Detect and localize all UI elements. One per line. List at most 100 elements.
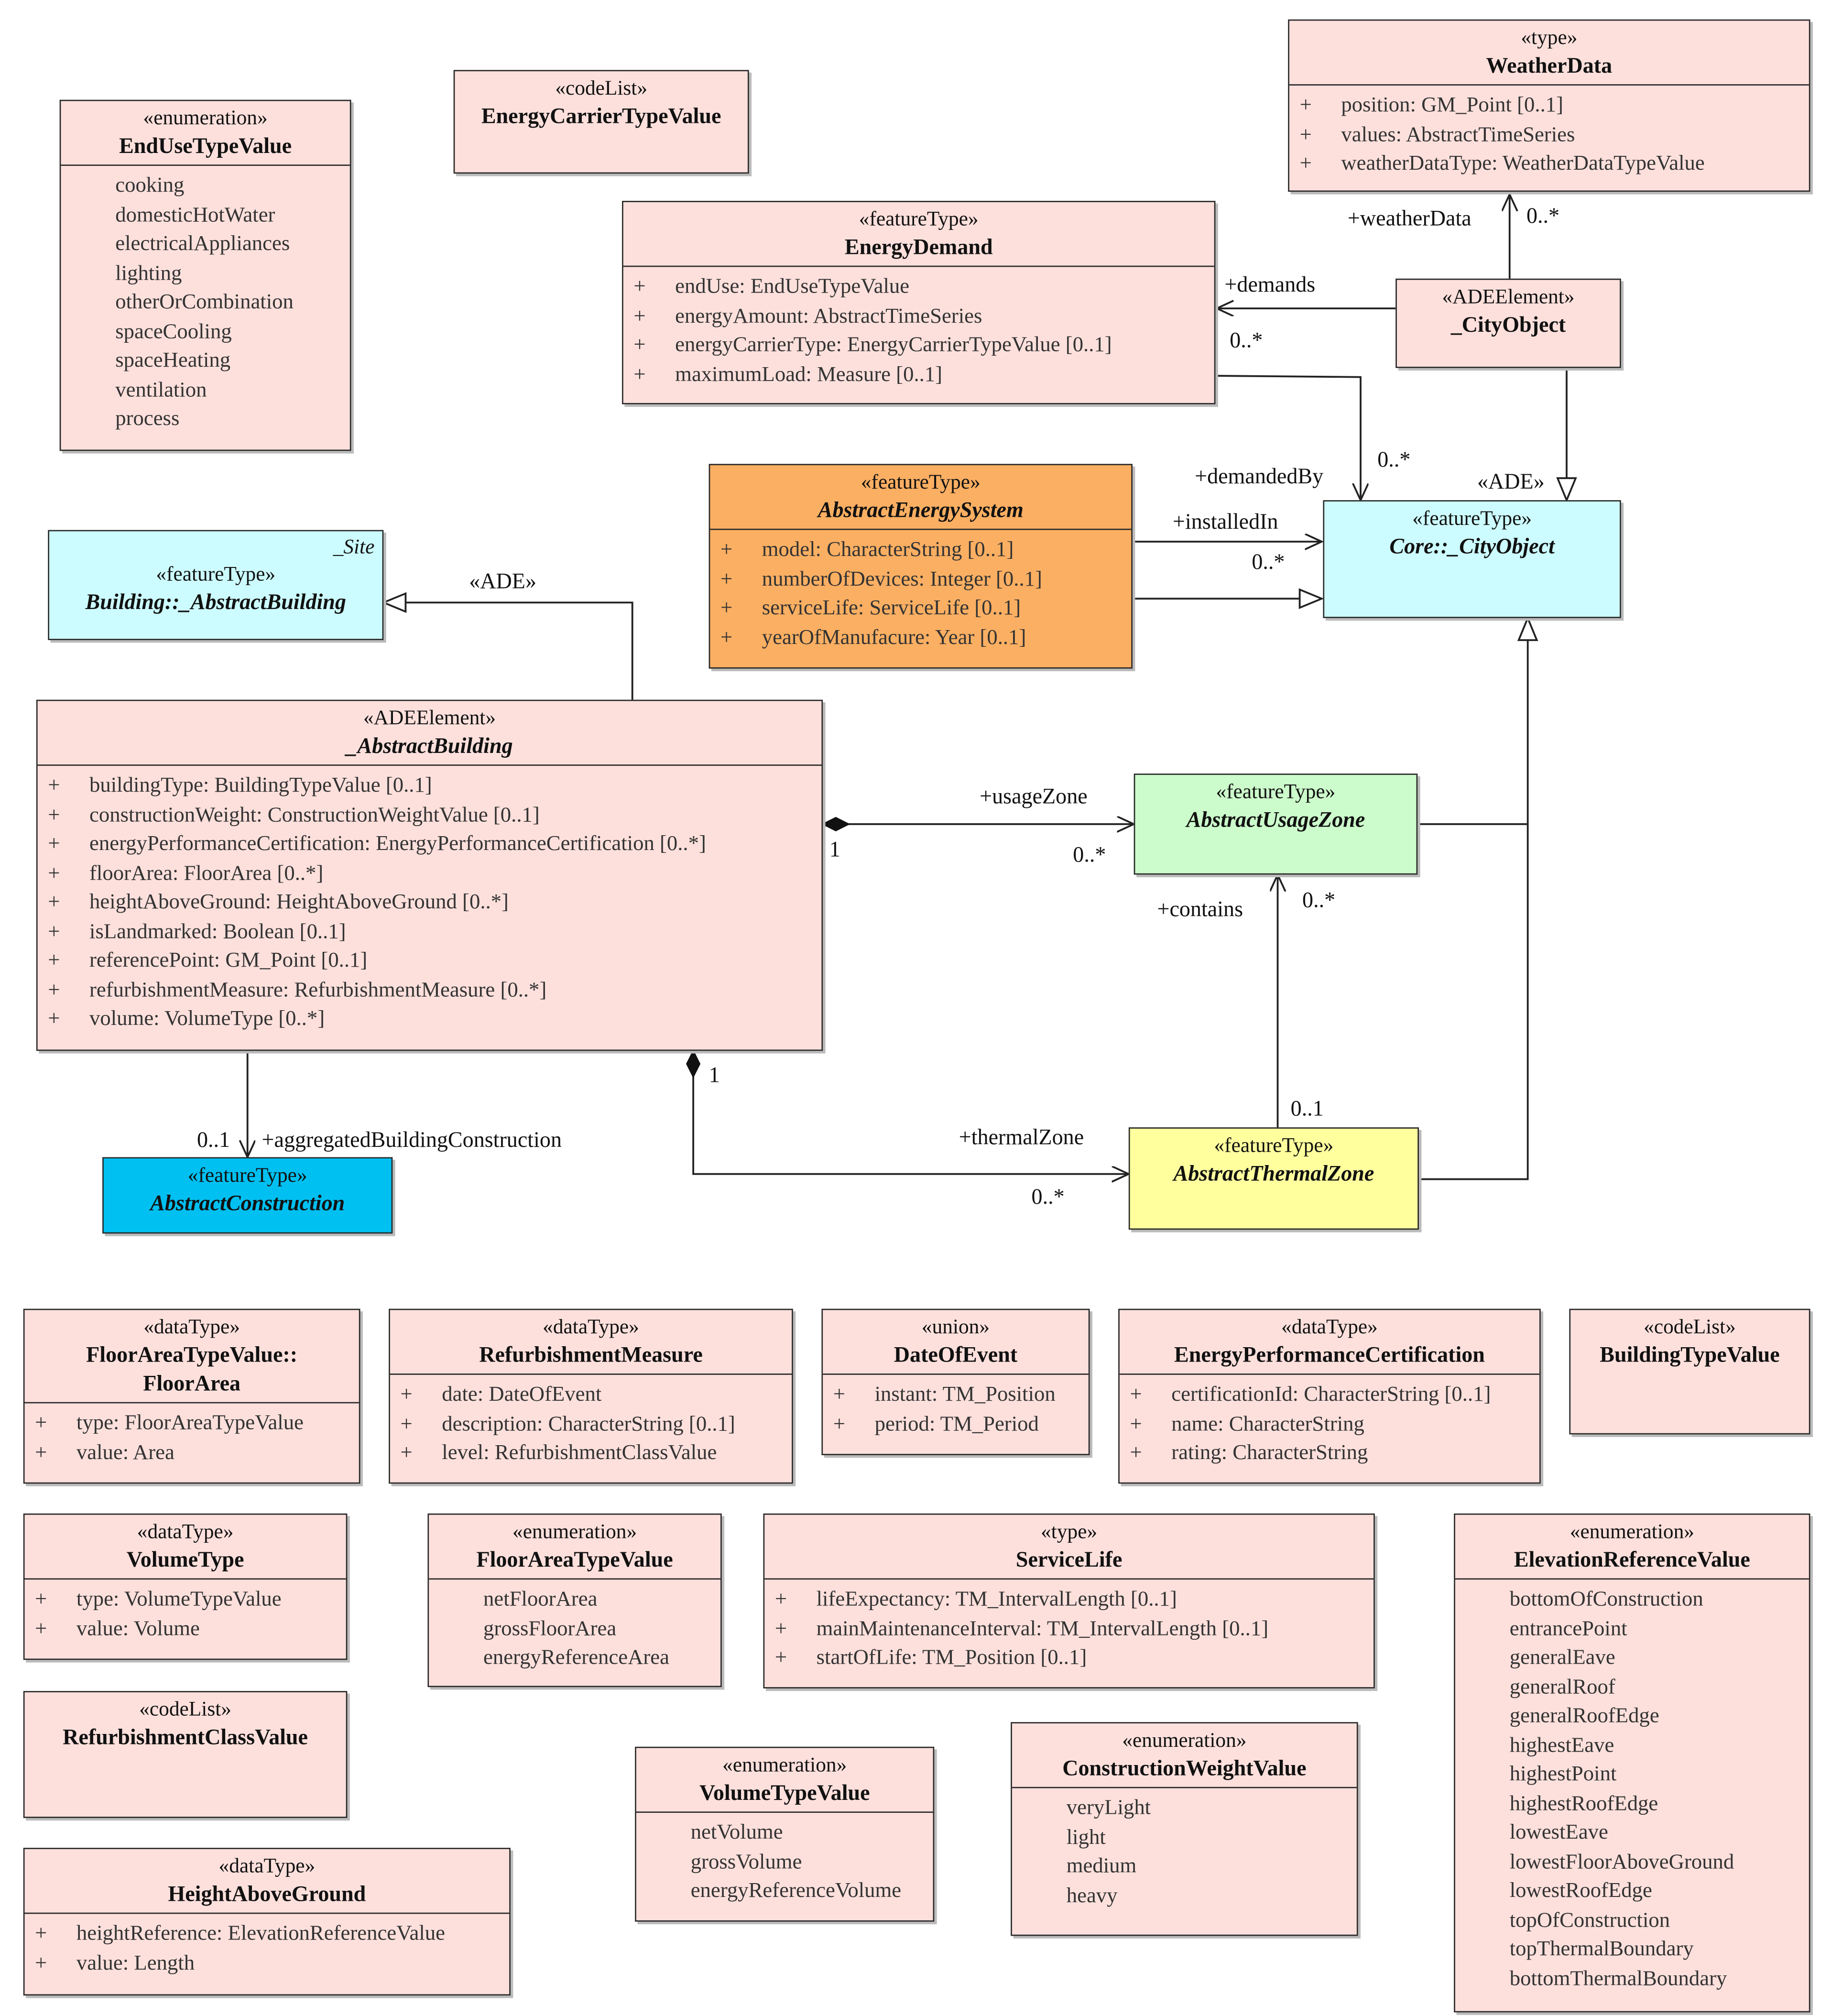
class-stereotype: «enumeration»	[1569, 1521, 1694, 1544]
class-stereotype: «featureType»	[1214, 1135, 1334, 1157]
class-header: «dataType»FloorAreaTypeValue::FloorArea	[24, 1310, 359, 1402]
visibility-public: +	[48, 772, 60, 797]
attribute-row: +constructionWeight: ConstructionWeightV…	[38, 800, 822, 829]
class-floor-area: «dataType»FloorAreaTypeValue::FloorArea+…	[23, 1308, 360, 1484]
label-contains-role: +contains	[1157, 896, 1243, 922]
visibility-public: +	[774, 1586, 787, 1611]
enum-literal: generalEave	[1509, 1644, 1615, 1669]
class-name: Building::_AbstractBuilding	[85, 589, 346, 614]
class-header: «ADEElement»_CityObject	[1397, 280, 1620, 343]
attribute-row: +mainMaintenanceInterval: TM_IntervalLen…	[764, 1614, 1373, 1643]
attribute-text: weatherDataType: WeatherDataTypeValue	[1341, 150, 1705, 175]
attribute-compartment: +type: VolumeTypeValue+ value: Volume	[24, 1578, 346, 1645]
class-header: «codeList»BuildingTypeValue	[1570, 1310, 1809, 1373]
visibility-public: +	[35, 1410, 47, 1435]
attribute-row: +weatherDataType: WeatherDataTypeValue	[1289, 149, 1809, 178]
attribute-row: +endUse: EndUseTypeValue	[623, 272, 1214, 301]
attribute-text: name: CharacterString	[1171, 1410, 1364, 1435]
label-thermalzone-role: +thermalZone	[959, 1124, 1084, 1150]
enum-literal: generalRoofEdge	[1509, 1702, 1659, 1728]
visibility-public: +	[48, 976, 60, 1001]
label-ade-left: «ADE»	[469, 568, 537, 594]
class-name: RefurbishmentMeasure	[479, 1342, 703, 1367]
enum-literal: ventilation	[115, 376, 207, 401]
enum-literal: topThermalBoundary	[1509, 1936, 1694, 1961]
visibility-public: +	[1130, 1439, 1142, 1464]
class-energy-carrier-type-value: «codeList»EnergyCarrierTypeValue	[453, 70, 749, 174]
class-stereotype: «dataType»	[137, 1521, 234, 1544]
line-thermalzone-generalization	[1417, 824, 1529, 1180]
attribute-row: + type: FloorAreaTypeValue	[24, 1408, 359, 1438]
attribute-text: certificationId: CharacterString [0..1]	[1171, 1381, 1491, 1406]
label-usagezone-mult: 0..*	[1073, 842, 1106, 867]
attribute-text: floorArea: FloorArea [0..*]	[89, 860, 324, 884]
class-stereotype: «featureType»	[187, 1165, 307, 1187]
visibility-public: +	[35, 1949, 47, 1974]
class-stereotype: «dataType»	[143, 1316, 240, 1339]
visibility-public: +	[633, 302, 646, 327]
class-stereotype: «type»	[1521, 27, 1578, 49]
class-header: «featureType»AbstractConstruction	[104, 1158, 392, 1222]
attribute-text: maximumLoad: Measure [0..1]	[675, 360, 943, 386]
class-name: Core::_CityObject	[1389, 534, 1555, 559]
attribute-text: type: FloorAreaTypeValue	[76, 1410, 304, 1435]
visibility-public: +	[633, 360, 646, 386]
visibility-public: +	[35, 1615, 47, 1640]
class-header: «dataType»EnergyPerformanceCertification	[1120, 1310, 1539, 1373]
visibility-public: +	[35, 1439, 47, 1464]
label-installedin-mult: 0..*	[1252, 549, 1285, 574]
enum-literal: energyReferenceVolume	[690, 1877, 902, 1903]
enum-literal: process	[115, 405, 180, 430]
attribute-text: referencePoint: GM_Point [0..1]	[89, 947, 368, 972]
attribute-row: + maximumLoad: Measure [0..1]	[623, 360, 1214, 389]
class-name: EnergyDemand	[844, 234, 993, 260]
attribute-text: position: GM_Point [0..1]	[1341, 92, 1564, 117]
attribute-row: + value: Volume	[24, 1614, 346, 1643]
label-demands-mult: 0..*	[1230, 327, 1263, 353]
enum-literal: lowestEave	[1509, 1819, 1608, 1844]
class-stereotype: «enumeration»	[143, 107, 268, 130]
class-stereotype: «featureType»	[156, 564, 276, 586]
class-stereotype: «dataType»	[1281, 1316, 1378, 1339]
attribute-row: +value: Area	[24, 1438, 359, 1467]
class-name: BuildingTypeValue	[1600, 1342, 1780, 1367]
attribute-row: +description: CharacterString [0..1]	[390, 1409, 792, 1438]
label-demands-role: +demands	[1224, 272, 1316, 297]
class-header: «featureType»AbstractUsageZone	[1135, 775, 1416, 839]
class-stereotype: «featureType»	[1412, 508, 1532, 530]
enum-literal: netVolume	[690, 1819, 783, 1844]
attribute-row: +heightAboveGround: HeightAboveGround [0…	[38, 888, 822, 917]
class-height-above-ground: «dataType»HeightAboveGround+heightRefere…	[23, 1848, 511, 1996]
attribute-text: value: Volume	[76, 1615, 200, 1640]
class-building-abstract-building: _Site«featureType»Building::_AbstractBui…	[48, 530, 384, 640]
attribute-row: +type: VolumeTypeValue	[24, 1585, 346, 1614]
enum-literal: highestEave	[1509, 1732, 1614, 1757]
line-usagezone-generalization	[1417, 618, 1527, 825]
visibility-public: +	[48, 889, 60, 914]
enum-literal: lowestRoofEdge	[1509, 1877, 1652, 1903]
class-name: WeatherData	[1486, 53, 1613, 78]
attribute-row: +certificationId: CharacterString [0..1]	[1120, 1380, 1539, 1409]
visibility-public: +	[48, 918, 60, 943]
visibility-public: +	[1299, 121, 1312, 146]
class-name: RefurbishmentClassValue	[63, 1724, 308, 1750]
class-header: «featureType»EnergyDemand	[623, 202, 1214, 266]
attribute-row: +instant: TM_Position	[823, 1380, 1089, 1409]
attribute-row: +energyPerformanceCertification: EnergyP…	[38, 829, 822, 859]
label-demandedby-mult: 0..*	[1377, 447, 1411, 472]
class-stereotype: «ADEElement»	[363, 707, 496, 730]
class-name: VolumeTypeValue	[699, 1780, 870, 1805]
enum-literal: topOfConstruction	[1509, 1907, 1670, 1932]
class-header: «enumeration»ConstructionWeightValue	[1012, 1723, 1357, 1787]
visibility-public: +	[720, 595, 733, 620]
visibility-public: +	[720, 566, 733, 590]
class-name: VolumeType	[126, 1547, 244, 1572]
class-header: «codeList»EnergyCarrierTypeValue	[455, 71, 748, 135]
